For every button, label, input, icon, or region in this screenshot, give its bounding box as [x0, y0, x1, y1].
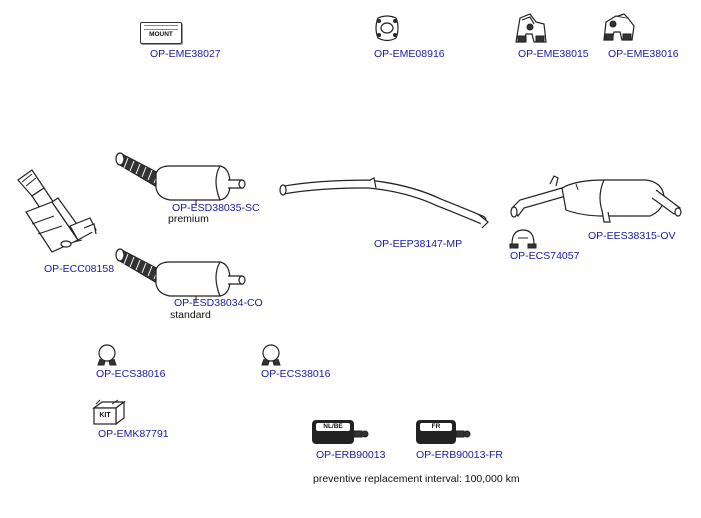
- nozzle-icon: [353, 430, 369, 438]
- part-erb90013-fr[interactable]: FR OP-ERB90013-FR: [416, 420, 526, 464]
- part-ecs38016[interactable]: OP-ECS38016: [258, 342, 338, 384]
- additive-nlbe-icon: NL/BE: [312, 420, 354, 444]
- part-code[interactable]: OP-EMK87791: [98, 428, 169, 440]
- part-code[interactable]: OP-EME08916: [374, 48, 445, 60]
- kit-box-icon: [92, 399, 126, 426]
- part-note: premium: [168, 213, 209, 225]
- clamp-icon: [97, 344, 117, 366]
- rubber-hanger-icon: [515, 13, 547, 43]
- part-code[interactable]: OP-ECC08158: [44, 263, 115, 275]
- part-ecs74057[interactable]: OP-ECS74057: [506, 226, 586, 266]
- gasket-icon: [375, 15, 399, 42]
- particulate-filter-icon: [115, 152, 246, 206]
- part-ees38315-ov[interactable]: OP-EES38315-OV: [506, 170, 691, 246]
- part-erb90013[interactable]: NL/BE OP-ERB90013: [312, 420, 412, 464]
- part-code[interactable]: OP-EEP38147-MP: [374, 238, 463, 250]
- part-code[interactable]: OP-ERB90013-FR: [416, 449, 503, 461]
- intermediate-pipe-icon: [279, 177, 489, 229]
- part-eme08916[interactable]: OP-EME08916: [372, 14, 452, 62]
- clamp-icon: [509, 229, 537, 249]
- rear-silencer-icon: [510, 175, 682, 223]
- catalytic-converter-icon: [17, 169, 97, 253]
- additive-nlbe-label: NL/BE: [323, 423, 343, 430]
- service-interval-note: preventive replacement interval: 100,000…: [313, 473, 520, 485]
- part-esd38035-sc[interactable]: OP-ESD38035-SC premium: [115, 150, 266, 228]
- particulate-filter-icon: [115, 248, 246, 302]
- rubber-hanger-icon: [603, 13, 635, 41]
- part-esd38034-co[interactable]: OP-ESD38034-CO standard: [115, 246, 266, 326]
- mount-box-label: MOUNT: [149, 31, 173, 38]
- part-ecc08158[interactable]: OP-ECC08158: [14, 168, 114, 278]
- part-code[interactable]: OP-ESD38034-CO: [174, 297, 263, 309]
- part-emk87791[interactable]: KIT OP-EMK87791: [90, 399, 180, 442]
- part-code[interactable]: OP-ESD38035-SC: [172, 202, 260, 214]
- additive-fr-label: FR: [431, 423, 441, 430]
- part-code[interactable]: OP-EME38016: [608, 48, 679, 60]
- additive-fr-icon: FR: [416, 420, 456, 444]
- nozzle-icon: [455, 430, 471, 438]
- part-eme38015[interactable]: OP-EME38015: [510, 12, 590, 62]
- part-code[interactable]: OP-ERB90013: [316, 449, 386, 461]
- part-code[interactable]: OP-EES38315-OV: [588, 230, 676, 242]
- clamp-icon: [261, 344, 281, 366]
- part-code[interactable]: OP-ECS38016: [96, 368, 166, 380]
- part-code[interactable]: OP-EME38027: [150, 48, 221, 60]
- part-code[interactable]: OP-EME38015: [518, 48, 589, 60]
- part-note: standard: [170, 309, 211, 321]
- part-eep38147-mp[interactable]: OP-EEP38147-MP: [278, 177, 498, 256]
- part-code[interactable]: OP-ECS74057: [510, 250, 580, 262]
- part-ecs38016[interactable]: OP-ECS38016: [94, 342, 174, 384]
- kit-box-label: KIT: [99, 412, 111, 419]
- part-code[interactable]: OP-ECS38016: [261, 368, 331, 380]
- part-eme38027[interactable]: MOUNT OP-EME38027: [138, 18, 221, 62]
- part-eme38016[interactable]: OP-EME38016: [600, 12, 680, 62]
- mount-box-icon: MOUNT: [140, 22, 182, 44]
